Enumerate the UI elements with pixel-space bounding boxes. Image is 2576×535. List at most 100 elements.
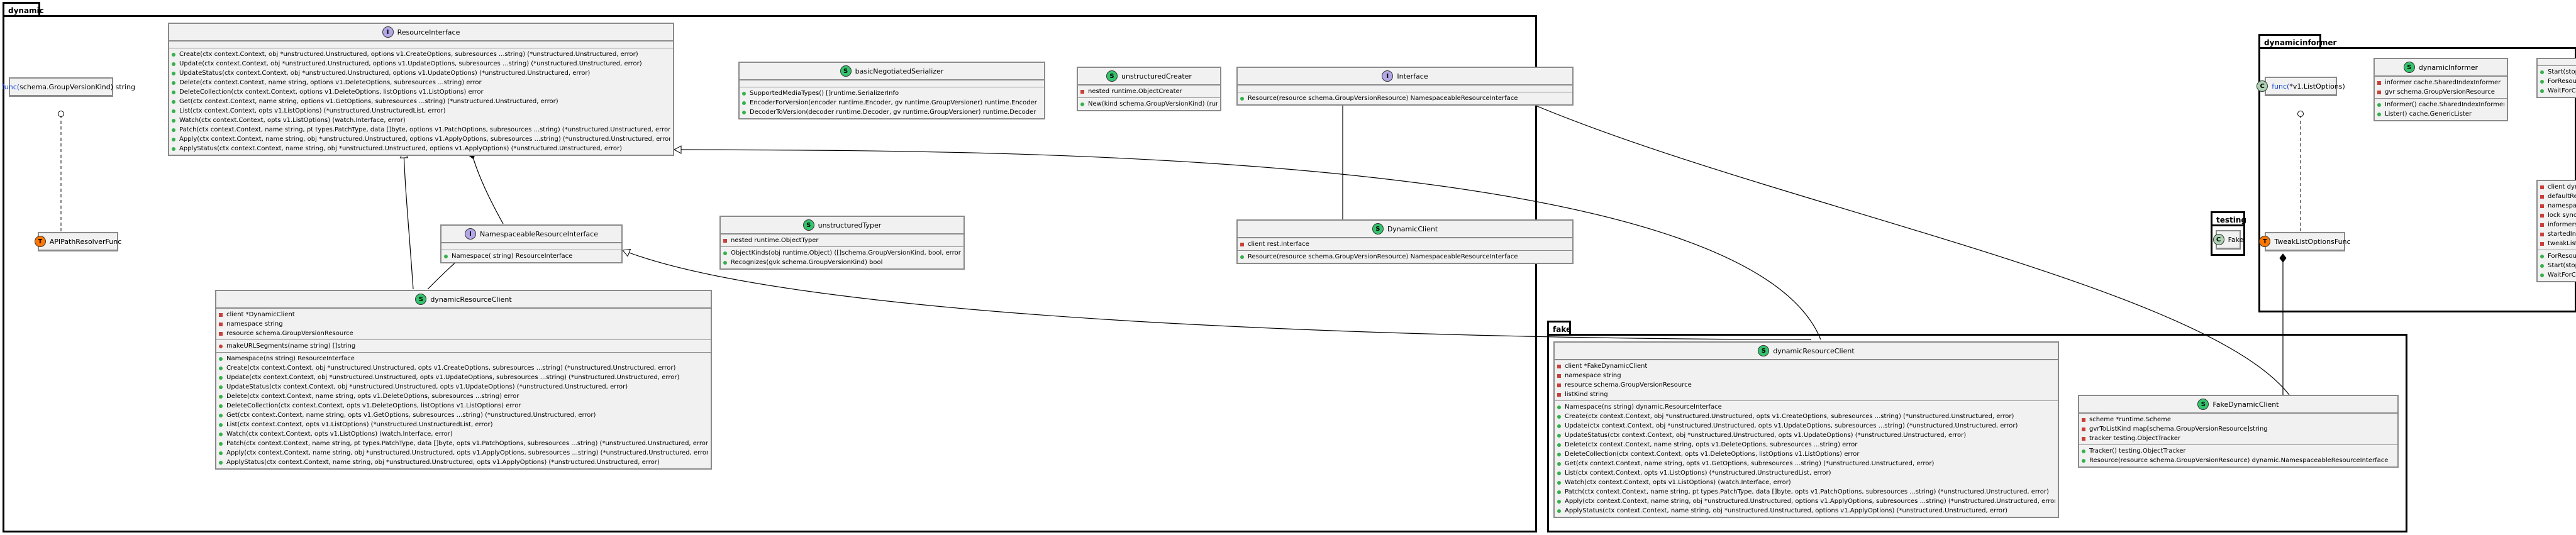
method-text: Namespace( string) ResourceInterface [452, 253, 573, 260]
methods-section: Create(ctx context.Context, obj *unstruc… [169, 48, 673, 155]
method-row: Resource(resource schema.GroupVersionRes… [2082, 456, 2395, 465]
method-row: Get(ctx context.Context, name string, op… [1557, 459, 2055, 468]
public-method-icon [1557, 424, 1561, 428]
field-text: namespace string [1565, 372, 1621, 379]
private-field-icon [2540, 232, 2544, 236]
composition-line [469, 150, 504, 224]
class-name-prefix: func( [2272, 82, 2290, 91]
method-text: List(ctx context.Context, opts v1.ListOp… [226, 421, 493, 428]
private-field-icon [219, 312, 223, 317]
class-name: DynamicClient [1387, 224, 1438, 233]
public-method-icon [742, 91, 746, 96]
field-text: gvrToListKind map[schema.GroupVersionRes… [2089, 426, 2268, 433]
package-testing-tab: testing [2211, 211, 2246, 225]
public-method-icon [219, 422, 223, 427]
method-text: Update(ctx context.Context, obj *unstruc… [1565, 422, 2018, 429]
method-text: Watch(ctx context.Context, opts v1.ListO… [179, 117, 406, 124]
methods-section: Namespace( string) ResourceInterface [441, 250, 621, 262]
method-row: Start(stop [2540, 261, 2576, 270]
stereotype-struct-icon: S [1106, 70, 1118, 82]
method-text: Delete(ctx context.Context, name string,… [226, 393, 519, 400]
field-row: informers [2540, 220, 2576, 229]
private-field-icon [723, 238, 727, 243]
public-method-icon [172, 146, 175, 151]
method-row: makeURLSegments(name string) []string [219, 341, 708, 351]
fields-section: client rest.Interface [1238, 238, 1572, 250]
public-method-icon [1557, 499, 1561, 504]
method-row: Get(ctx context.Context, name string, op… [172, 97, 670, 106]
method-row: Create(ctx context.Context, obj *unstruc… [1557, 412, 2055, 421]
class-name-suffix: ) [2342, 82, 2345, 91]
method-text: Start(stop [2548, 262, 2576, 269]
public-method-icon [723, 260, 727, 265]
private-field-icon [219, 322, 223, 326]
public-method-icon [172, 137, 175, 141]
field-text: client *FakeDynamicClient [1565, 363, 1648, 370]
fields-section [1238, 85, 1572, 92]
class-name: APIPathResolverFunc [49, 237, 122, 246]
public-method-icon [172, 90, 175, 94]
method-row: Patch(ctx context.Context, name string, … [1557, 487, 2055, 497]
method-row: UpdateStatus(ctx context.Context, obj *u… [172, 69, 670, 78]
method-text: Apply(ctx context.Context, name string, … [179, 136, 670, 143]
method-row: Apply(ctx context.Context, name string, … [1557, 497, 2055, 506]
private-field-icon [219, 331, 223, 336]
field-row: nested runtime.ObjectCreater [1080, 87, 1218, 96]
method-text: Apply(ctx context.Context, name string, … [1565, 498, 2055, 505]
method-text: Informer() cache.SharedIndexInformer [2385, 101, 2504, 108]
public-method-icon [742, 101, 746, 105]
public-method-icon [219, 385, 223, 389]
inheritance-line [399, 150, 414, 290]
method-text: Tracker() testing.ObjectTracker [2089, 448, 2186, 455]
stereotype-struct-icon: S [2403, 62, 2415, 73]
public-method-icon [1240, 255, 1244, 259]
package-fake-tab: fake [1547, 321, 1571, 334]
method-row: Namespace(ns string) dynamic.ResourceInt… [1557, 402, 2055, 412]
public-method-icon [172, 52, 175, 57]
field-row: client *DynamicClient [219, 310, 708, 319]
methods-section: Resource(resource schema.GroupVersionRes… [1238, 92, 1572, 104]
method-text: makeURLSegments(name string) []string [226, 343, 356, 350]
method-text: Patch(ctx context.Context, name string, … [179, 126, 670, 133]
inheritance-line [622, 248, 1812, 340]
field-text: informers [2548, 221, 2576, 228]
method-text: Resource(resource schema.GroupVersionRes… [2089, 457, 2389, 464]
method-row: SupportedMediaTypes() []runtime.Serializ… [742, 89, 1041, 98]
field-text: client rest.Interface [1248, 241, 1309, 248]
class-name-suffix: ) string [110, 82, 136, 91]
field-row: client rest.Interface [1240, 240, 1570, 249]
method-row: UpdateStatus(ctx context.Context, obj *u… [219, 382, 708, 392]
public-method-icon [2540, 273, 2544, 277]
methods-section: Namespace(ns string) dynamic.ResourceInt… [1555, 400, 2058, 517]
method-text: List(ctx context.Context, opts v1.ListOp… [1565, 470, 1831, 477]
public-method-icon [219, 394, 223, 399]
method-row: Resource(resource schema.GroupVersionRes… [1240, 94, 1570, 103]
private-field-icon [2540, 213, 2544, 218]
stereotype-interface-icon: I [1382, 70, 1394, 82]
stereotype-struct-icon: S [840, 65, 852, 77]
method-text: Delete(ctx context.Context, name string,… [1565, 441, 1858, 448]
method-text: DecoderToVersion(decoder runtime.Decoder… [750, 109, 1036, 116]
public-method-icon [1557, 443, 1561, 447]
method-text: Get(ctx context.Context, name string, op… [1565, 460, 1935, 467]
method-text: Watch(ctx context.Context, opts v1.ListO… [1565, 479, 1791, 486]
class-name-prefix: func( [1, 82, 20, 91]
private-field-icon [2540, 223, 2544, 227]
field-row: tweakListO [2540, 239, 2576, 248]
stereotype-type-icon: T [2259, 236, 2271, 247]
public-method-icon [2377, 112, 2381, 116]
public-method-icon [2082, 458, 2085, 463]
public-method-icon [1557, 452, 1561, 456]
